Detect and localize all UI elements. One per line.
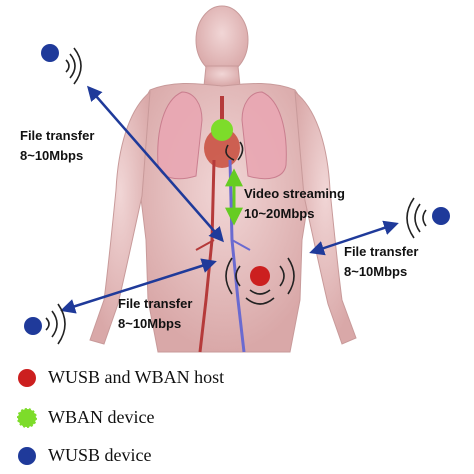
wusb-device-right — [432, 207, 450, 225]
wusb-device-lower-left — [24, 317, 42, 335]
label-upper-left: File transfer 8~10Mbps — [20, 128, 95, 163]
legend-marker-wban — [17, 408, 37, 428]
legend-label-wusb: WUSB device — [48, 445, 152, 465]
label-right: File transfer 8~10Mbps — [344, 244, 419, 279]
arrow-lower-left — [60, 258, 217, 314]
legend-marker-wusb — [18, 447, 36, 465]
legend-marker-host — [18, 369, 36, 387]
legend-label-wban: WBAN device — [48, 407, 155, 427]
legend-label-host: WUSB and WBAN host — [48, 367, 225, 387]
signal-waves-icon — [45, 47, 427, 345]
wban-device — [211, 119, 233, 141]
label-video-streaming: Video streaming 10~20Mbps — [244, 186, 345, 221]
arrow-right — [309, 220, 399, 256]
wusb-device-upper-left — [41, 44, 59, 62]
host-device — [250, 266, 270, 286]
label-lower-left: File transfer 8~10Mbps — [118, 296, 193, 331]
arrow-upper-left — [87, 85, 224, 243]
